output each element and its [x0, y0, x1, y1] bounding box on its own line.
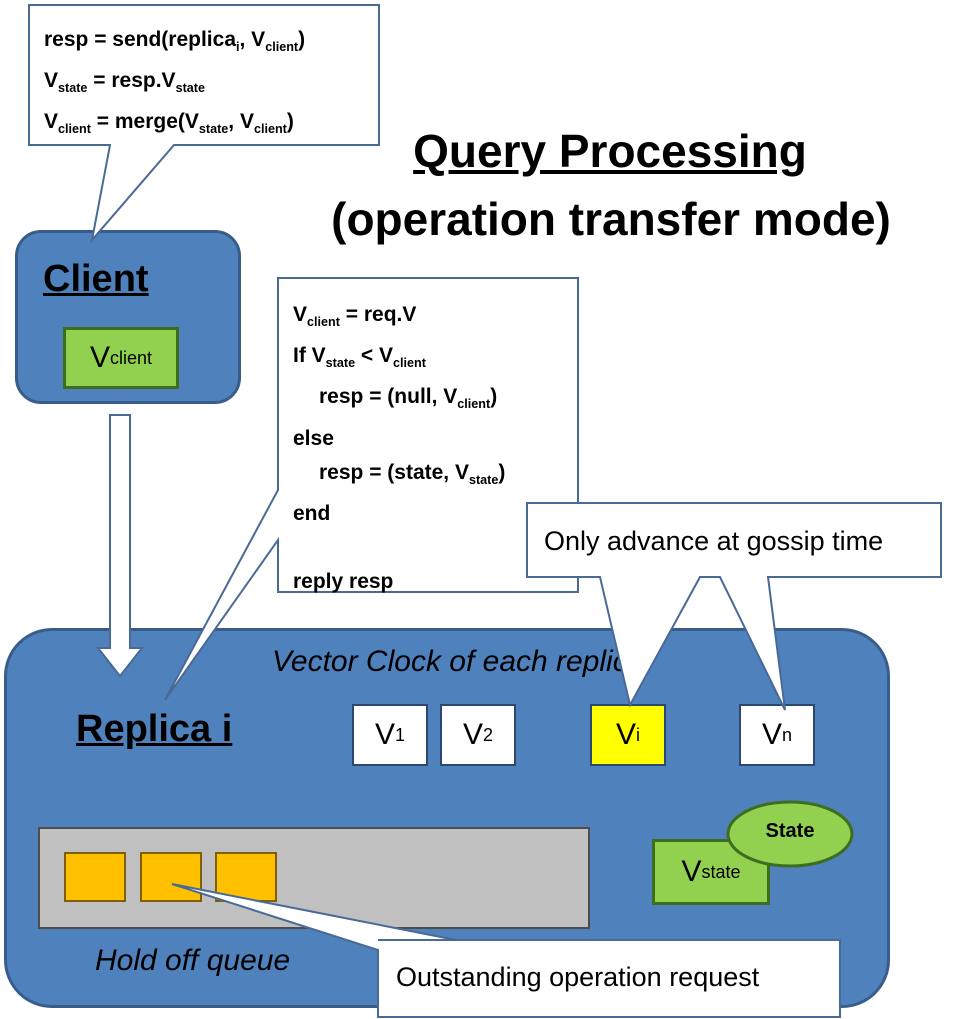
code-line: else — [293, 422, 505, 456]
code-line: end — [293, 497, 505, 531]
queue-item — [215, 852, 277, 902]
code-line: resp = (state, Vstate) — [293, 456, 505, 497]
code-line: Vclient = merge(Vstate, Vclient) — [44, 105, 305, 146]
code-subscript: state — [58, 81, 88, 96]
code-text: If V — [293, 344, 326, 368]
page-title: Query Processing — [413, 125, 807, 177]
code-text: V — [293, 303, 308, 326]
clock-v2-sub: 2 — [483, 724, 494, 745]
code-subscript: client — [457, 397, 491, 412]
code-subscript: state — [325, 356, 356, 371]
code-text: = resp.V — [87, 69, 176, 93]
clock-v1-base: V — [374, 718, 395, 751]
down-arrow-icon — [95, 414, 145, 678]
code-line — [293, 531, 505, 565]
code-text: , V — [239, 28, 266, 51]
code-subscript: state — [175, 81, 205, 96]
code-text: reply resp — [293, 569, 394, 593]
gossip-callout-bubble — [526, 502, 942, 711]
state-label: State — [765, 820, 815, 842]
code-text: resp = (state, V — [319, 460, 469, 484]
client-vector-clock-base: V — [89, 341, 110, 374]
outstanding-callout-bubble — [171, 883, 841, 1018]
clock-vn-base: V — [761, 718, 782, 751]
code-text: resp = (null, V — [319, 385, 458, 409]
code-text: = merge(V — [90, 110, 199, 134]
client-callout-text: resp = send(replicai, Vclient)Vstate = r… — [44, 23, 305, 147]
code-line: If Vstate < Vclient — [293, 339, 505, 380]
code-text: V — [44, 110, 59, 134]
replica-state-clock-base: V — [681, 855, 702, 888]
code-subscript: client — [307, 315, 340, 330]
clock-v2-base: V — [462, 718, 483, 751]
code-text: < V — [355, 344, 394, 368]
code-subscript: client — [253, 122, 287, 137]
code-line: resp = (null, Vclient) — [293, 380, 505, 421]
replica-state-clock-sub: state — [701, 861, 741, 882]
code-text: else — [293, 426, 334, 450]
vector-clock-label: Vector Clock of each replica — [272, 645, 645, 678]
code-text: ) — [298, 28, 306, 51]
code-subscript: client — [265, 40, 299, 55]
clock-v1-sub: 1 — [395, 724, 406, 745]
queue-label: Hold off queue — [95, 944, 291, 977]
code-line: reply resp — [293, 565, 505, 599]
clock-vn-sub: n — [782, 724, 793, 745]
outstanding-callout-text: Outstanding operation request — [396, 962, 760, 992]
state-ellipse — [726, 800, 854, 868]
code-line: resp = send(replicai, Vclient) — [44, 23, 305, 64]
client-heading: Client — [43, 258, 149, 300]
client-vector-clock-sub: client — [109, 347, 153, 368]
queue-item — [140, 852, 202, 902]
replica-callout-bubble — [164, 277, 579, 701]
code-subscript: state — [198, 122, 229, 137]
code-text: ) — [286, 110, 294, 134]
code-text: ) — [490, 385, 498, 409]
queue-item — [64, 852, 126, 902]
code-subscript: i — [236, 40, 240, 55]
page-subtitle: (operation transfer mode) — [331, 193, 891, 245]
code-line: Vclient = req.V — [293, 298, 505, 339]
code-text: V — [44, 69, 59, 93]
code-text: resp = send(replica — [44, 28, 237, 51]
code-line: Vstate = resp.Vstate — [44, 64, 305, 105]
code-subscript: client — [393, 356, 426, 371]
code-text: = req.V — [339, 303, 417, 326]
code-text: end — [293, 501, 331, 525]
code-text: , V — [228, 110, 254, 134]
code-subscript: state — [468, 472, 499, 487]
code-subscript: client — [58, 122, 91, 137]
gossip-callout-text: Only advance at gossip time — [544, 526, 884, 556]
clock-vi-base: V — [615, 718, 636, 751]
clock-vi-sub: i — [636, 724, 640, 745]
client-callout-bubble — [28, 4, 380, 244]
replica-heading: Replica i — [76, 708, 233, 750]
code-text: ) — [498, 460, 506, 484]
